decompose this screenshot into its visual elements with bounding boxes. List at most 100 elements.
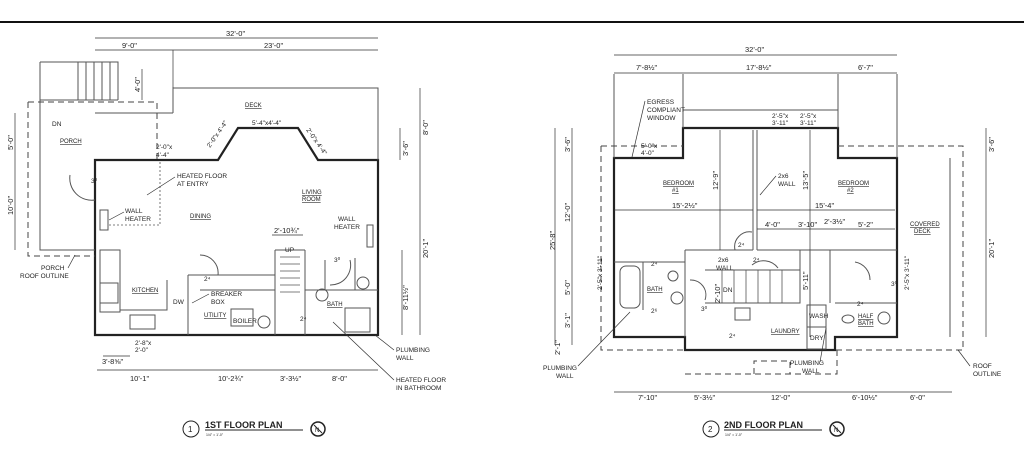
dim-mid-2: 3'-10"	[798, 220, 817, 229]
half-bath-sink	[877, 311, 891, 325]
dim-sink-offset: 3'-8⅝"	[102, 357, 124, 366]
dim-bay-depth: 3'-6"	[401, 141, 410, 156]
room-covered-deck-2: DECK	[914, 229, 931, 235]
dim-left-top: 3'-6"	[563, 137, 572, 152]
dim-overall: 32'-0"	[745, 45, 764, 54]
window-sink-2: 2'-0"	[135, 347, 149, 354]
note-plumbing-b: PLUMBING	[790, 360, 824, 367]
kitchen-sink	[129, 314, 156, 330]
door-swing	[689, 231, 871, 301]
dim-top-1: 7'-8½"	[636, 63, 658, 72]
dim-right-top: 3'-6"	[987, 137, 996, 152]
window-entry-2: 4'-4"	[156, 152, 170, 159]
dim-bed1-depth: 12'-9"	[711, 171, 720, 190]
plan-title: 1ST FLOOR PLAN	[205, 420, 283, 430]
label-wash: WASH	[809, 313, 829, 320]
room-bath: BATH	[327, 302, 343, 308]
laundry-sink	[734, 307, 751, 321]
dryer	[806, 326, 827, 350]
room-laundry: LAUNDRY	[771, 329, 800, 335]
first-floor-plan: DECK PORCH LIVING ROOM DINING KITCHEN UT…	[6, 29, 446, 438]
wall-heater-a	[99, 209, 109, 231]
dim-bottom-4: 6'-10½"	[852, 393, 878, 402]
dim-left-2: 2'-1"	[553, 340, 562, 355]
note-egress-2: COMPLIANT	[647, 107, 685, 114]
window-bed2-a-2: 3'-11"	[772, 120, 789, 127]
dim-deck-depth: 8'-0"	[421, 120, 430, 135]
dim-bath-depth: 8'-11½"	[401, 285, 410, 310]
room-covered-deck: COVERED	[910, 222, 940, 228]
dim-right-total: 20'-1"	[987, 239, 996, 258]
deck-outline	[95, 87, 379, 160]
room-utility: UTILITY	[204, 313, 226, 319]
roof-outline	[600, 145, 964, 375]
boiler	[230, 308, 254, 327]
porch-roof-outline	[27, 101, 158, 257]
note-porch-roof-2: ROOF OUTLINE	[20, 273, 69, 280]
room-deck: DECK	[245, 103, 262, 109]
north-arrow-icon: N	[310, 421, 326, 437]
dim-left-12: 12'-0"	[563, 203, 572, 222]
label-dn: DN	[52, 121, 62, 128]
half-bath-toilet	[841, 314, 855, 324]
plan-number: 1	[188, 425, 193, 434]
note-wall-heater-b: WALL	[338, 216, 356, 223]
dim-stair: 2'-10"	[713, 284, 722, 303]
dim-mid-1: 4'-0"	[765, 220, 780, 229]
door-1: 2⁴	[738, 242, 745, 249]
note-egress: EGRESS	[647, 99, 675, 106]
heated-floor-zone	[108, 162, 161, 226]
window-sink: 2'-8"x	[135, 340, 152, 347]
dim-top-3: 6'-7"	[858, 63, 873, 72]
note-roof-outline-2: OUTLINE	[973, 371, 1002, 378]
note-heated-entry-2: AT ENTRY	[177, 181, 209, 188]
room-half-bath-2: BATH	[858, 321, 874, 327]
toilet-2	[667, 270, 679, 282]
window-bay-center: 5'-4"x4'-4"	[252, 120, 282, 127]
plan-number: 2	[708, 425, 713, 434]
room-bedroom-1-num: #1	[672, 188, 679, 194]
window-right: 2'-5"x 3'-11"	[904, 255, 911, 290]
dim-bottom-1: 10'-1"	[130, 374, 149, 383]
label-dn: DN	[723, 287, 733, 294]
dim-bottom-3: 3'-3½"	[280, 374, 302, 383]
door-bath-top: 3⁰	[334, 256, 341, 264]
room-living: LIVING	[302, 190, 322, 196]
dim-left-total: 25'-8"	[548, 231, 557, 250]
door-2: 2⁴	[651, 261, 658, 268]
note-heated-bath: HEATED FLOOR	[396, 377, 446, 384]
dim-bottom-1: 7'-10"	[638, 393, 657, 402]
leader-lines	[577, 100, 971, 367]
water-heater	[257, 315, 271, 329]
note-breaker: BREAKER	[211, 291, 242, 298]
plan-title: 2ND FLOOR PLAN	[724, 420, 803, 430]
shower	[344, 307, 371, 333]
stair-interior	[280, 256, 300, 293]
note-wall-heater-b-2: HEATER	[334, 224, 360, 231]
interior-walls	[187, 249, 378, 335]
stair-2	[721, 270, 783, 303]
plan-scale: 1/4" = 1'-0"	[206, 433, 224, 437]
window-egress: 5'-0"x	[641, 143, 658, 150]
room-bath: BATH	[647, 287, 663, 293]
svg-text:N: N	[315, 428, 319, 434]
porch-outline	[39, 61, 119, 251]
dimension-lines	[554, 54, 987, 393]
door-7: 3⁰	[891, 280, 898, 288]
room-kitchen: KITCHEN	[132, 288, 158, 294]
dim-stair-width: 2'-10¾"	[274, 226, 300, 235]
dim-bottom-5: 6'-0"	[910, 393, 925, 402]
bath-sink	[356, 276, 370, 290]
window-left: 2'-5"x 3'-11"	[597, 255, 604, 290]
room-bedroom-2: BEDROOM	[838, 181, 869, 187]
label-up: UP	[285, 247, 294, 254]
door-entry: 3⁰	[91, 177, 98, 185]
second-floor-plan: BEDROOM #1 BEDROOM #2 BATH LAUNDRY HALF …	[543, 45, 1002, 438]
note-breaker-2: BOX	[211, 299, 225, 306]
note-plumbing-a: PLUMBING	[543, 365, 577, 372]
window-bay-left: 2'-0"x 4'-4"	[206, 119, 230, 149]
sink-2	[670, 291, 684, 305]
note-wall-heater: WALL	[125, 208, 143, 215]
label-dry: DRY	[810, 335, 824, 342]
room-half-bath: HALF	[858, 314, 874, 320]
